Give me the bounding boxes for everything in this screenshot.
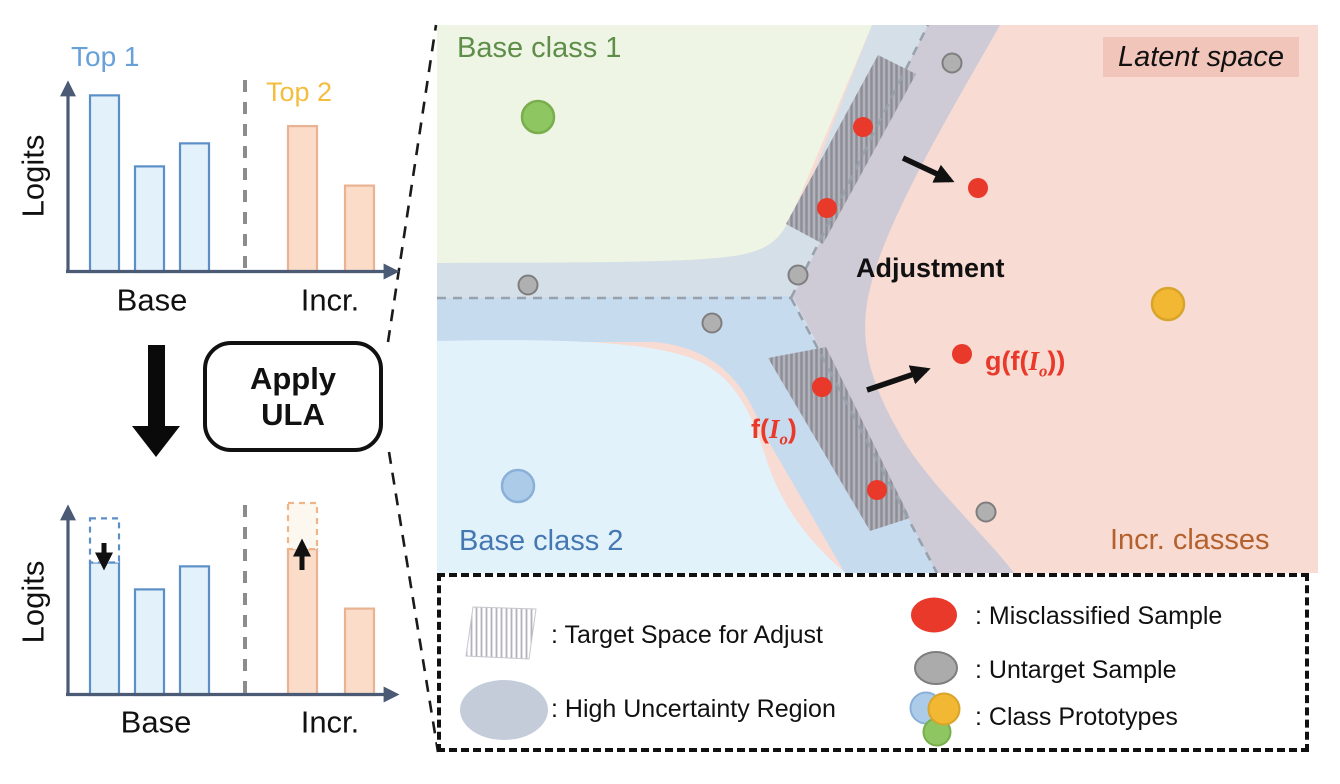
legend-label-uncertainty: : High Uncertainty Region <box>551 695 836 723</box>
legend-label-target-space: : Target Space for Adjust <box>551 621 823 649</box>
untarget-sample-dot <box>701 312 723 334</box>
base-class-2-label: Base class 2 <box>459 525 624 557</box>
untarget-swatch <box>914 651 958 685</box>
untarget-sample-dot <box>941 52 963 74</box>
callout-line-top <box>386 24 438 343</box>
misclassified-sample-dot <box>968 178 988 198</box>
legend-label-prototypes: : Class Prototypes <box>975 703 1178 731</box>
incr-group-label-after: Incr. <box>300 704 360 740</box>
misclassified-sample-dot <box>812 377 832 397</box>
incr-logit-bar <box>286 547 319 697</box>
logits-after-chart <box>60 501 400 703</box>
adjustment-arrow-lower <box>866 365 931 393</box>
untarget-sample-dot <box>787 264 809 286</box>
incr-logit-bar <box>343 184 376 274</box>
top2-label: Top 2 <box>266 77 333 107</box>
latent-samples-layer <box>500 52 1186 523</box>
logit-ghost-outline <box>286 501 319 551</box>
base-logit-bar <box>88 561 121 697</box>
top1-label: Top 1 <box>71 41 140 72</box>
base-class-1-region <box>437 25 872 263</box>
base-group-label-before: Base <box>116 282 188 318</box>
legend-label-untarget: : Untarget Sample <box>975 656 1177 684</box>
misclassified-sample-dot <box>952 344 972 364</box>
callout-line-bottom <box>387 451 440 753</box>
base-logit-bar <box>178 565 211 697</box>
f-io-label: f(Io) <box>751 414 797 449</box>
incr-classes-label: Incr. classes <box>1110 524 1270 556</box>
misclassified-sample-dot <box>867 480 887 500</box>
bars-after <box>88 501 376 697</box>
y-axis-title-before: Logits <box>15 134 51 218</box>
base-class-2-region <box>437 340 846 573</box>
base-logit-bar <box>88 94 121 274</box>
adjustment-label: Adjustment <box>856 253 1005 283</box>
y-axis-title-after: Logits <box>15 560 51 644</box>
class-prototype-base1 <box>520 99 556 135</box>
incr-logit-bar <box>286 124 319 274</box>
logits-before-chart <box>60 80 400 280</box>
prototypes-swatch <box>909 691 961 747</box>
untarget-sample-dot <box>517 274 539 296</box>
incr-logit-bar <box>343 607 376 697</box>
misclassified-sample-dot <box>853 117 873 137</box>
base-logit-bar <box>178 142 211 274</box>
untarget-sample-dot <box>975 501 997 523</box>
legend-box: : Target Space for Adjust : High Uncerta… <box>437 573 1309 752</box>
apply-ula-box: Apply ULA <box>203 341 383 452</box>
base-logit-bar <box>133 588 166 697</box>
target-space-band-upper <box>786 55 916 244</box>
uncertainty-region-swatch <box>460 680 548 740</box>
target-space-swatch <box>465 606 537 660</box>
base-group-label-after: Base <box>120 704 192 740</box>
adjustment-arrow-upper <box>901 155 955 183</box>
class-prototype-incr <box>1150 286 1186 322</box>
g-f-io-label: g(f(Io)) <box>985 346 1066 381</box>
misclassified-sample-dot <box>817 198 837 218</box>
legend-label-misclassified: : Misclassified Sample <box>975 602 1223 630</box>
latent-space-title: Latent space <box>1103 37 1299 77</box>
transition-down-arrow <box>132 345 180 457</box>
boundary-dashed-upper <box>789 25 930 299</box>
high-uncertainty-band-incr <box>793 25 1014 573</box>
boundary-dashed-lower <box>789 297 939 573</box>
class-prototype-base2 <box>500 468 536 504</box>
base-logit-bar <box>133 165 166 274</box>
incr-group-label-before: Incr. <box>300 282 360 318</box>
base-class-1-label: Base class 1 <box>457 32 622 64</box>
misclassified-swatch <box>911 597 957 633</box>
bars-before <box>88 94 376 274</box>
